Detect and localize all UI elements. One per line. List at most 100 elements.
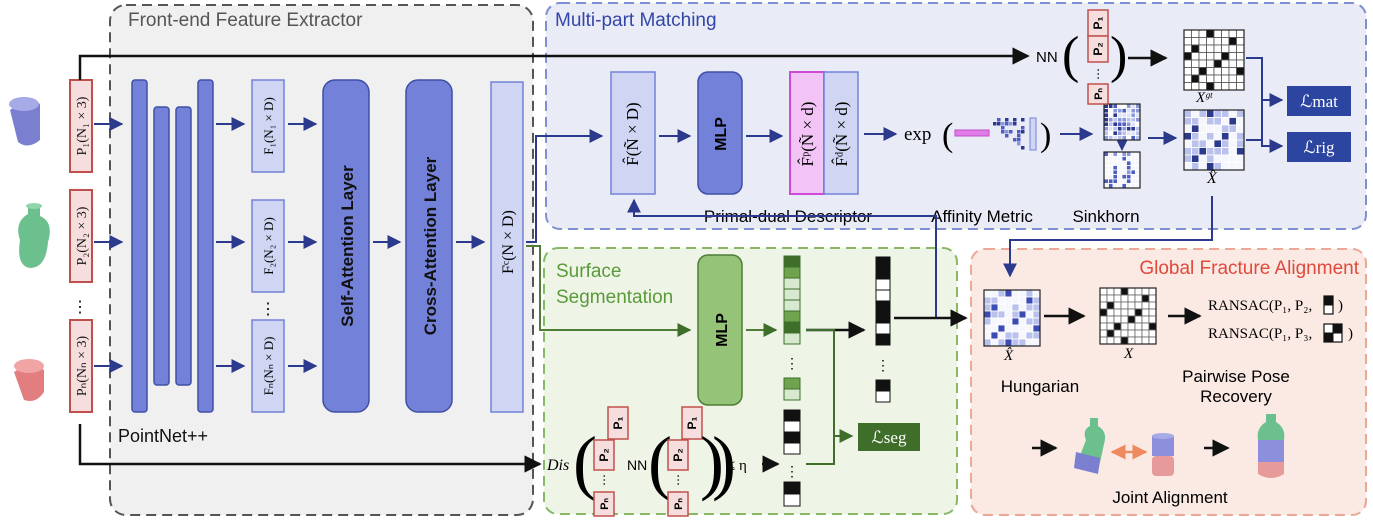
ransac-line-2: RANSAC(P₁, P₃, xyxy=(1208,326,1312,342)
dual-descriptor-label: F̂ᵈ(Ñ × d) xyxy=(832,102,851,167)
green-fragment-icon xyxy=(18,203,50,268)
pairwise-line1: Pairwise Pose xyxy=(1182,367,1290,386)
predicted-matrix xyxy=(1183,109,1245,171)
sinkhorn-matrix-top xyxy=(1103,103,1141,141)
svg-text:⋯: ⋯ xyxy=(1091,68,1105,80)
dis-nn-open-paren: ( xyxy=(648,422,672,502)
svg-text:P₂: P₂ xyxy=(671,448,685,461)
align-x-label: X xyxy=(1123,346,1134,362)
svg-text:P₁: P₁ xyxy=(685,416,699,429)
bottle-top-fragment-icon xyxy=(1074,418,1106,474)
dis-label: Dis xyxy=(546,457,569,474)
exp-close-paren: ) xyxy=(1040,117,1051,154)
f-hat-box xyxy=(610,71,656,195)
seg-label-column: ⋮ xyxy=(783,409,801,507)
svg-text:P₁: P₁ xyxy=(611,416,625,429)
input-box-1: P₁(N₁ × 3) xyxy=(69,79,93,173)
self-attention-label: Self-Attention Layer xyxy=(338,165,357,327)
svg-text:F₂(N₂ × D): F₂(N₂ × D) xyxy=(261,217,276,275)
align-xhat-label: X̂ xyxy=(1003,348,1014,364)
feature-box-1: F₁(N₁ × D) xyxy=(251,79,285,173)
feature-ellipsis: ⋮ xyxy=(260,301,276,318)
dis-open-paren: ( xyxy=(573,422,597,502)
ransac-pair-icon-1: ) xyxy=(1323,295,1343,315)
dis-parts-b: P₁ P₂ ⋯ Pₙ xyxy=(667,406,703,517)
input-ellipsis: ⋮ xyxy=(72,299,88,316)
affinity-primal-bar xyxy=(954,129,990,137)
exp-open-paren: ( xyxy=(942,117,953,154)
ransac-line-1: RANSAC(P₁, P₂, xyxy=(1208,298,1312,314)
svg-text:P₁: P₁ xyxy=(1091,16,1105,29)
svg-text:F₁(N₁ × D): F₁(N₁ × D) xyxy=(261,97,276,155)
primal-descriptor-label: F̂ᵖ(Ñ × d) xyxy=(798,102,817,167)
svg-text:⋯: ⋯ xyxy=(597,474,611,486)
pairwise-line2: Recovery xyxy=(1200,387,1272,406)
feature-box-2: F₂(N₂ × D) xyxy=(251,199,285,293)
nn-open-paren: ( xyxy=(1062,27,1079,84)
sinkhorn-matrix-bottom xyxy=(1103,151,1141,189)
nn-parts-top: P₁ P₂ ⋯ Pₙ xyxy=(1087,9,1109,105)
self-attention-block xyxy=(322,79,370,413)
loss-mat-box xyxy=(1287,86,1351,116)
seg-mlp-label: MLP xyxy=(714,313,731,347)
pointnet-label: PointNet++ xyxy=(118,426,208,446)
segmentation-title-line2: Segmentation xyxy=(556,287,673,308)
svg-text:⋮: ⋮ xyxy=(785,463,799,479)
leq-eta: ≤ η xyxy=(727,458,747,474)
affinity-dual-bar xyxy=(1029,117,1037,151)
front-end-title: Front-end Feature Extractor xyxy=(128,10,363,31)
dis-nn-close-paren: ) xyxy=(700,422,724,502)
svg-text:Pₙ: Pₙ xyxy=(673,498,685,510)
red-fragment-icon xyxy=(14,359,44,401)
alignment-x-matrix xyxy=(1099,287,1157,345)
assembled-bottle-icon xyxy=(1257,414,1285,478)
svg-text:P₂(N₂ × 3): P₂(N₂ × 3) xyxy=(75,206,90,265)
svg-text:⋮: ⋮ xyxy=(785,355,799,371)
fused-feature-label: Fᶜ(N × D) xyxy=(500,210,517,274)
svg-text:P₂: P₂ xyxy=(1091,42,1105,55)
svg-text:): ) xyxy=(1338,298,1343,314)
svg-text:⋯: ⋯ xyxy=(671,474,685,486)
ground-truth-matrix xyxy=(1183,29,1245,91)
input-box-n: Pₙ(Nₙ × 3) xyxy=(69,319,93,413)
exp-label: exp xyxy=(904,124,931,145)
nn-close-paren: ) xyxy=(1110,27,1127,84)
feature-box-n: Fₙ(Nₙ × D) xyxy=(251,319,285,413)
svg-text:Fₙ(Nₙ × D): Fₙ(Nₙ × D) xyxy=(261,337,276,396)
matching-mlp-label: MLP xyxy=(713,117,730,151)
nn-label-top: NN xyxy=(1036,49,1058,66)
loss-rig-box xyxy=(1287,132,1351,162)
alignment-xhat-matrix xyxy=(983,289,1041,347)
xgt-label: Xᵍᵗ xyxy=(1195,90,1213,106)
svg-text:P₁(N₁ × 3): P₁(N₁ × 3) xyxy=(75,96,90,155)
purple-fragment-icon xyxy=(9,97,40,146)
input-box-2: P₂(N₂ × 3) xyxy=(69,189,93,283)
svg-text:⋮: ⋮ xyxy=(876,357,890,373)
loss-rig-label: ℒrig xyxy=(1303,138,1335,157)
affinity-matrix-icon xyxy=(993,118,1025,150)
cross-attention-label: Cross-Attention Layer xyxy=(421,156,440,335)
loss-seg-box xyxy=(858,423,920,451)
seg-mlp-block xyxy=(697,254,743,406)
ransac-pair-icon-2: ) xyxy=(1323,323,1353,343)
matching-title: Multi-part Matching xyxy=(555,10,717,31)
joint-alignment-label: Joint Alignment xyxy=(1112,488,1228,507)
loss-seg-label: ℒseg xyxy=(872,428,907,447)
pointnet-layers xyxy=(131,79,214,413)
segmentation-panel xyxy=(543,247,958,515)
fused-feature-box xyxy=(490,81,524,413)
svg-text:): ) xyxy=(1348,326,1353,342)
caption-affinity: Affinity Metric xyxy=(931,207,1033,226)
svg-text:Pₙ: Pₙ xyxy=(599,498,611,510)
svg-text:Pₙ: Pₙ xyxy=(1093,88,1105,100)
caption-sinkhorn: Sinkhorn xyxy=(1072,207,1139,226)
seg-output-column: ⋮ xyxy=(875,256,891,403)
f-hat-label: F̂(Ñ × D) xyxy=(623,102,642,165)
bottle-base-fragment-icon xyxy=(1152,433,1174,476)
xhat-label: X̂ xyxy=(1206,168,1218,187)
alignment-title: Global Fracture Alignment xyxy=(1139,258,1359,279)
matching-mlp-block xyxy=(697,71,743,195)
svg-text:P₂: P₂ xyxy=(597,448,611,461)
